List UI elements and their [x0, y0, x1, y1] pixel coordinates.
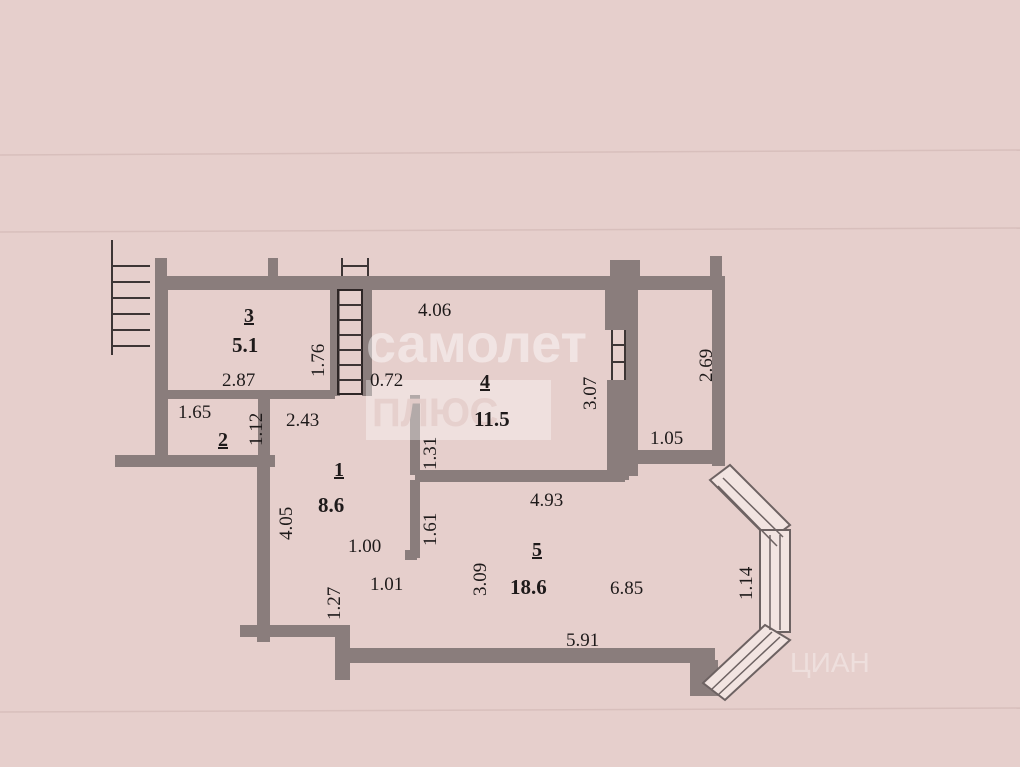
- dim-corridor: 0.72: [370, 370, 403, 391]
- room-3-number: 3: [244, 305, 254, 327]
- watermark-brand-top: самолет: [366, 314, 587, 374]
- room-1-area: 8.6: [318, 493, 344, 517]
- stairs: [111, 240, 626, 395]
- dim-step-b: 1.61: [420, 513, 441, 546]
- dim-room1-bottom-height: 1.27: [324, 587, 345, 620]
- dim-room5-height: 3.09: [470, 563, 491, 596]
- room-5-number: 5: [532, 539, 542, 561]
- bay-window: [701, 463, 792, 702]
- dim-room4-height: 3.07: [580, 377, 601, 410]
- dim-room1-inner: 1.00: [348, 536, 381, 557]
- dim-balcony-height: 2.69: [696, 349, 717, 382]
- dim-room3-height: 1.76: [308, 344, 329, 377]
- dim-room5-depth: 6.85: [610, 578, 643, 599]
- paper-texture: [0, 149, 1020, 713]
- dim-room5-top: 4.93: [530, 490, 563, 511]
- room-2-number: 2: [218, 429, 228, 451]
- watermark-box: [366, 380, 551, 440]
- dim-bay: 1.14: [736, 566, 757, 600]
- dim-room1-top: 2.43: [286, 410, 319, 431]
- dim-room1-door: 1.01: [370, 574, 403, 595]
- room-4-area: 11.5: [474, 407, 510, 431]
- dim-step-a: 1.31: [420, 437, 441, 470]
- dim-room2-height: 1.12: [246, 413, 267, 446]
- walls: [115, 256, 725, 696]
- dim-room3-width: 2.87: [222, 370, 255, 391]
- room-3-area: 5.1: [232, 333, 258, 357]
- room-1-number: 1: [334, 459, 344, 481]
- dim-room5-bottom: 5.91: [566, 630, 599, 651]
- dim-room1-height: 4.05: [276, 507, 297, 540]
- dim-room4-width: 4.06: [418, 300, 451, 321]
- watermark-brand-bottom: ПЛЮС: [372, 391, 498, 435]
- watermark-corner: ЦИАН: [790, 647, 870, 678]
- room-5-area: 18.6: [510, 575, 547, 599]
- dim-balcony-width: 1.05: [650, 428, 683, 449]
- room-4-number: 4: [480, 371, 490, 393]
- dim-room2-width: 1.65: [178, 402, 211, 423]
